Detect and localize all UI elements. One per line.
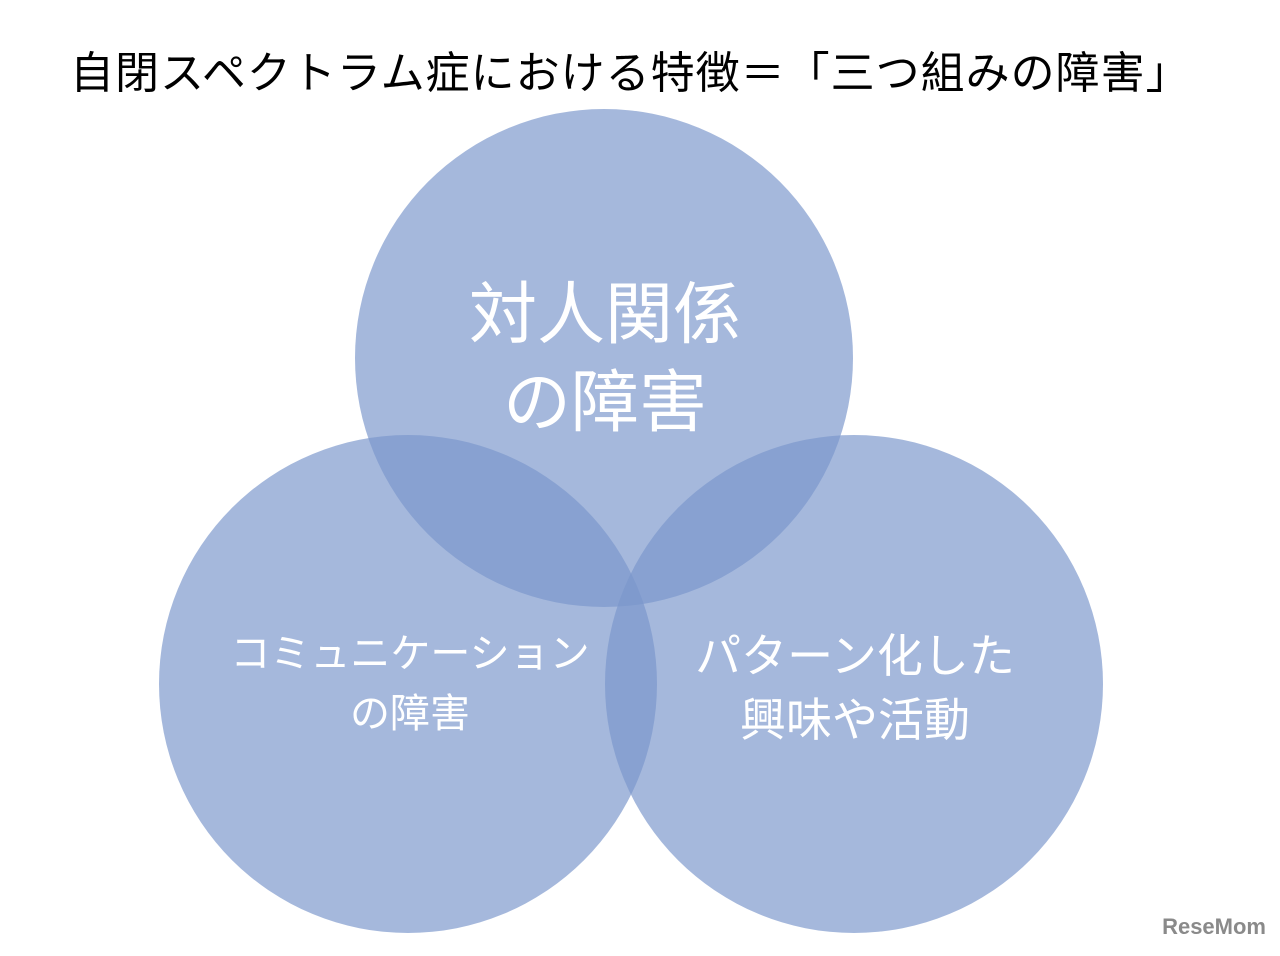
circle-label-patterned-interests-line2: 興味や活動: [740, 693, 970, 747]
circle-label-communication-line2: の障害: [350, 691, 470, 737]
circle-label-communication-line1: コミュニケーション: [230, 631, 590, 677]
slide-title: 自閉スペクトラム症における特徴＝「三つ組みの障害」: [70, 48, 1191, 99]
circle-label-patterned-interests: パターン化した 興味や活動: [650, 624, 1060, 752]
circle-label-communication: コミュニケーション の障害: [205, 624, 615, 744]
circle-label-interpersonal-line2: の障害: [502, 364, 707, 443]
circle-label-interpersonal: 対人関係 の障害: [405, 272, 805, 448]
circle-label-patterned-interests-line1: パターン化した: [695, 629, 1015, 683]
resemom-logo: ReseMom: [1162, 914, 1266, 939]
circle-communication: [159, 435, 657, 933]
circle-patterned-interests: [605, 435, 1103, 933]
circle-label-interpersonal-line1: 対人関係: [468, 276, 741, 355]
